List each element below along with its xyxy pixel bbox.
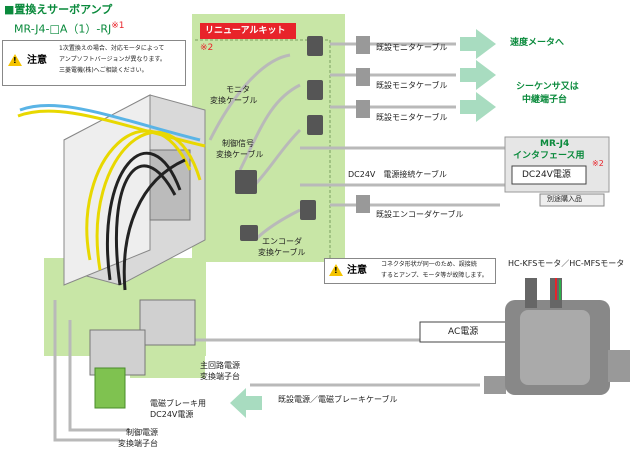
sold-separately-label: 別途購入品	[547, 195, 582, 203]
ac-power-label: AC電源	[448, 327, 479, 337]
caution-line: コネクタ形状が同一のため、誤接続	[381, 261, 477, 268]
existing-encoder-cable-label: 既設エンコーダケーブル	[376, 210, 464, 219]
existing-power-brake-cable-label: 既設電源／電磁ブレーキケーブル	[278, 395, 398, 404]
wires	[17, 103, 206, 291]
renewal-kit-badge	[200, 23, 296, 39]
encoder-cable-label: 変換ケーブル	[258, 248, 306, 257]
dc24v-box	[511, 165, 587, 185]
caution-line: するとアンプ、モータ等が故障します。	[381, 272, 488, 279]
dc24v-power-label: DC24V電源	[522, 170, 571, 180]
terminal-blocks	[89, 299, 196, 409]
caution-note-top: ! 注意 1次置換えの場合、対応モータによって アンプソフトバージョンが異なりま…	[2, 40, 186, 86]
motor-label: HC-KFSモータ／HC-MFSモータ	[508, 259, 625, 268]
control-power-label: 制御電源	[126, 428, 158, 437]
main-circuit-label: 主回路電源	[200, 361, 240, 370]
renewal-kit-ref: ※2	[200, 43, 214, 53]
monitor-cable-label: 変換ケーブル	[210, 96, 258, 105]
destination-arrows	[230, 29, 496, 418]
interface-title: インタフェース用	[513, 151, 585, 161]
caution-line: 三菱電機(株)へご相談ください。	[59, 67, 148, 74]
control-cable-label: 制御信号	[222, 139, 254, 148]
caution-line: アンプソフトバージョンが異なります。	[59, 56, 166, 63]
dc24v-cable-label: DC24V 電源接続ケーブル	[348, 170, 447, 179]
control-power-label: 変換端子台	[118, 439, 158, 448]
monitor-cable-label: モニタ	[226, 85, 250, 94]
brake-power-label: 電磁ブレーキ用	[150, 399, 206, 408]
caution-line: 1次置換えの場合、対応モータによって	[59, 45, 165, 52]
existing-monitor-cable-label: 既設モニタケーブル	[376, 43, 448, 52]
caution-label: 注意	[347, 265, 367, 276]
control-cable-label: 変換ケーブル	[216, 150, 264, 159]
main-circuit-label: 変換端子台	[200, 372, 240, 381]
renewal-kit-label: リニューアルキット	[205, 26, 286, 36]
sold-separately-box	[539, 193, 605, 207]
encoder-cable-label: エンコーダ	[262, 237, 302, 246]
interface-ref: ※2	[592, 159, 604, 168]
caution-label: 注意	[27, 55, 47, 66]
existing-monitor-cable-label: 既設モニタケーブル	[376, 113, 448, 122]
servo-motor	[505, 278, 630, 395]
brake-power-label: DC24V電源	[150, 410, 194, 419]
sequencer-label: シーケンサ又は	[516, 82, 579, 92]
amp-model: MR-J4-□A（1）-RJ※1	[14, 21, 125, 36]
speed-meter-label: 速度メータへ	[510, 38, 565, 48]
existing-monitor-cable-label: 既設モニタケーブル	[376, 81, 448, 90]
interface-title: MR-J4	[540, 139, 570, 149]
caution-note-mid: ! 注意 コネクタ形状が同一のため、誤接続 するとアンプ、モータ等が故障します。	[324, 258, 496, 284]
sequencer-label: 中継端子台	[522, 95, 568, 105]
connectors	[235, 36, 506, 394]
page-title: ■置換えサーボアンプ	[4, 3, 113, 16]
